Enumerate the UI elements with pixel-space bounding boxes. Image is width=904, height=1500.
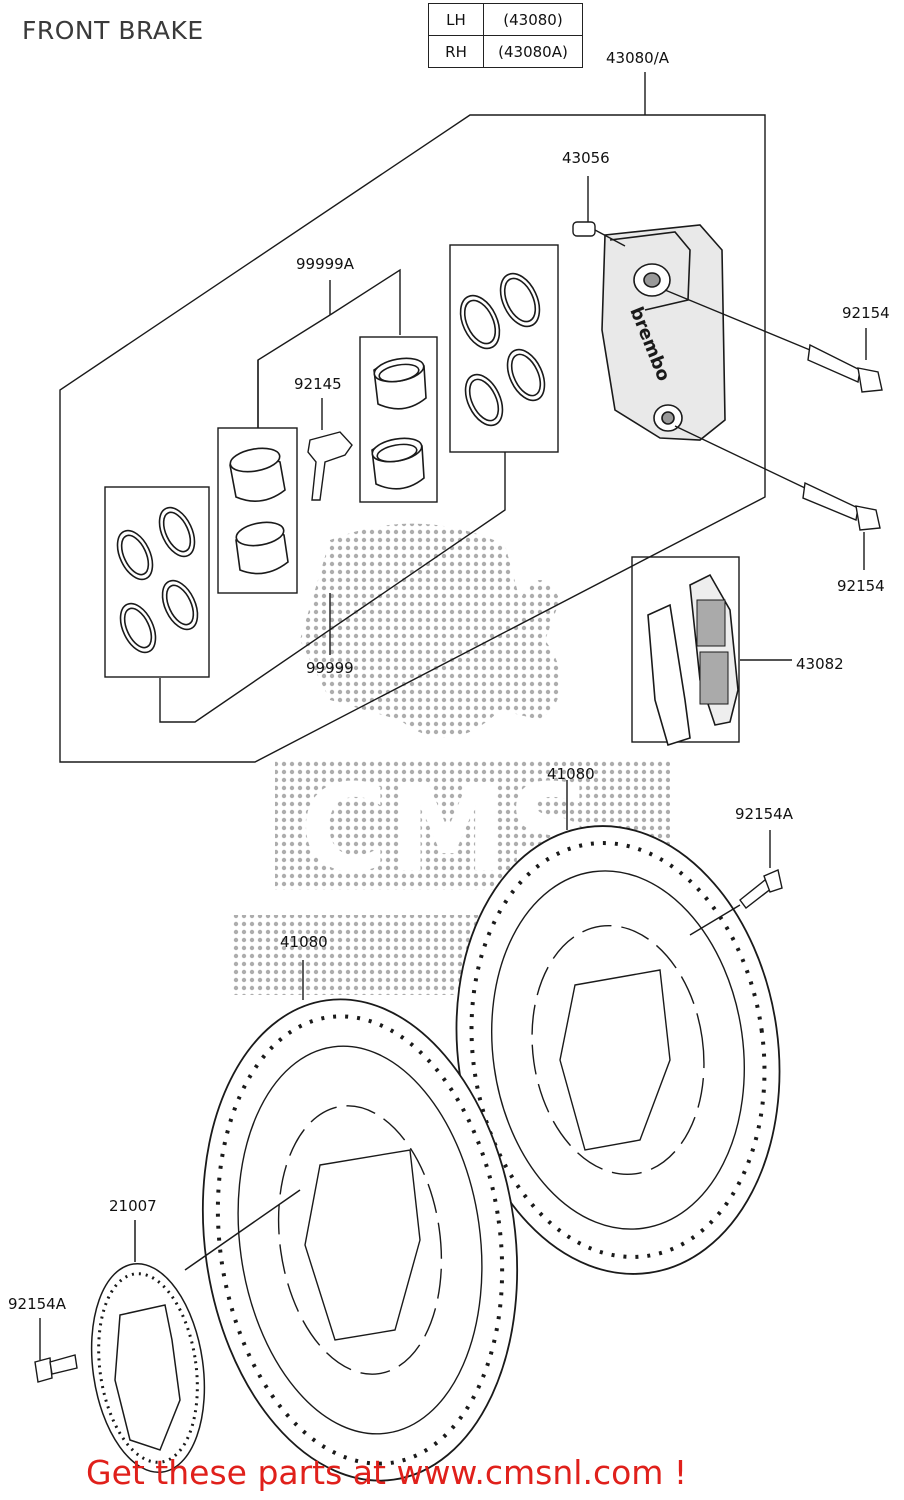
pad-spring (307, 398, 353, 501)
code-cell: (43080A) (483, 35, 583, 68)
page-title: FRONT BRAKE (22, 16, 204, 45)
label-sensor-rotor[interactable]: 21007 (109, 1197, 157, 1215)
brake-caliper: brembo (601, 224, 726, 441)
label-pad-spring[interactable]: 92145 (294, 375, 342, 393)
pistons-large (371, 357, 427, 490)
piston-box-large (359, 336, 438, 503)
label-seal-kit[interactable]: 99999 (306, 659, 354, 677)
label-bolt-lower[interactable]: 92154 (837, 577, 885, 595)
label-bleeder[interactable]: 43056 (562, 149, 610, 167)
side-cell: LH (428, 3, 484, 36)
side-cell: RH (428, 35, 484, 68)
bleeder-valve (572, 176, 626, 247)
disc-bolt-right (689, 830, 783, 936)
label-disc-front[interactable]: 41080 (280, 933, 328, 951)
seal-box-left (104, 486, 210, 678)
pistons-small (229, 447, 289, 575)
brake-pads (631, 556, 792, 747)
seal-kit-a-outline (329, 268, 401, 335)
label-seal-kit-a[interactable]: 99999A (296, 255, 354, 273)
seal-rings-left (116, 506, 199, 654)
kit-outline (59, 114, 766, 763)
label-disc-bolt-left[interactable]: 92154A (8, 1295, 66, 1313)
label-caliper-assy[interactable]: 43080/A (606, 49, 670, 67)
label-pads[interactable]: 43082 (796, 655, 844, 673)
label-disc-bolt-right[interactable]: 92154A (735, 805, 793, 823)
caliper-bolts (664, 289, 883, 570)
table-row: LH (43080) (428, 3, 583, 36)
abs-sensor-rotor (90, 1189, 301, 1474)
footer-link[interactable]: Get these parts at www.cmsnl.com ! (86, 1453, 688, 1492)
seal-rings-right (459, 272, 546, 427)
side-variant-table: LH (43080) RH (43080A) (428, 3, 583, 68)
label-disc-rear[interactable]: 41080 (547, 765, 595, 783)
label-bolt-upper[interactable]: 92154 (842, 304, 890, 322)
brake-disc-front (201, 960, 519, 1482)
code-cell: (43080) (483, 3, 583, 36)
disc-bolt-left (34, 1318, 78, 1383)
piston-box-small (217, 427, 298, 594)
seal-box-right (449, 244, 559, 453)
table-row: RH (43080A) (428, 35, 583, 68)
brake-disc-rear (455, 780, 781, 1275)
